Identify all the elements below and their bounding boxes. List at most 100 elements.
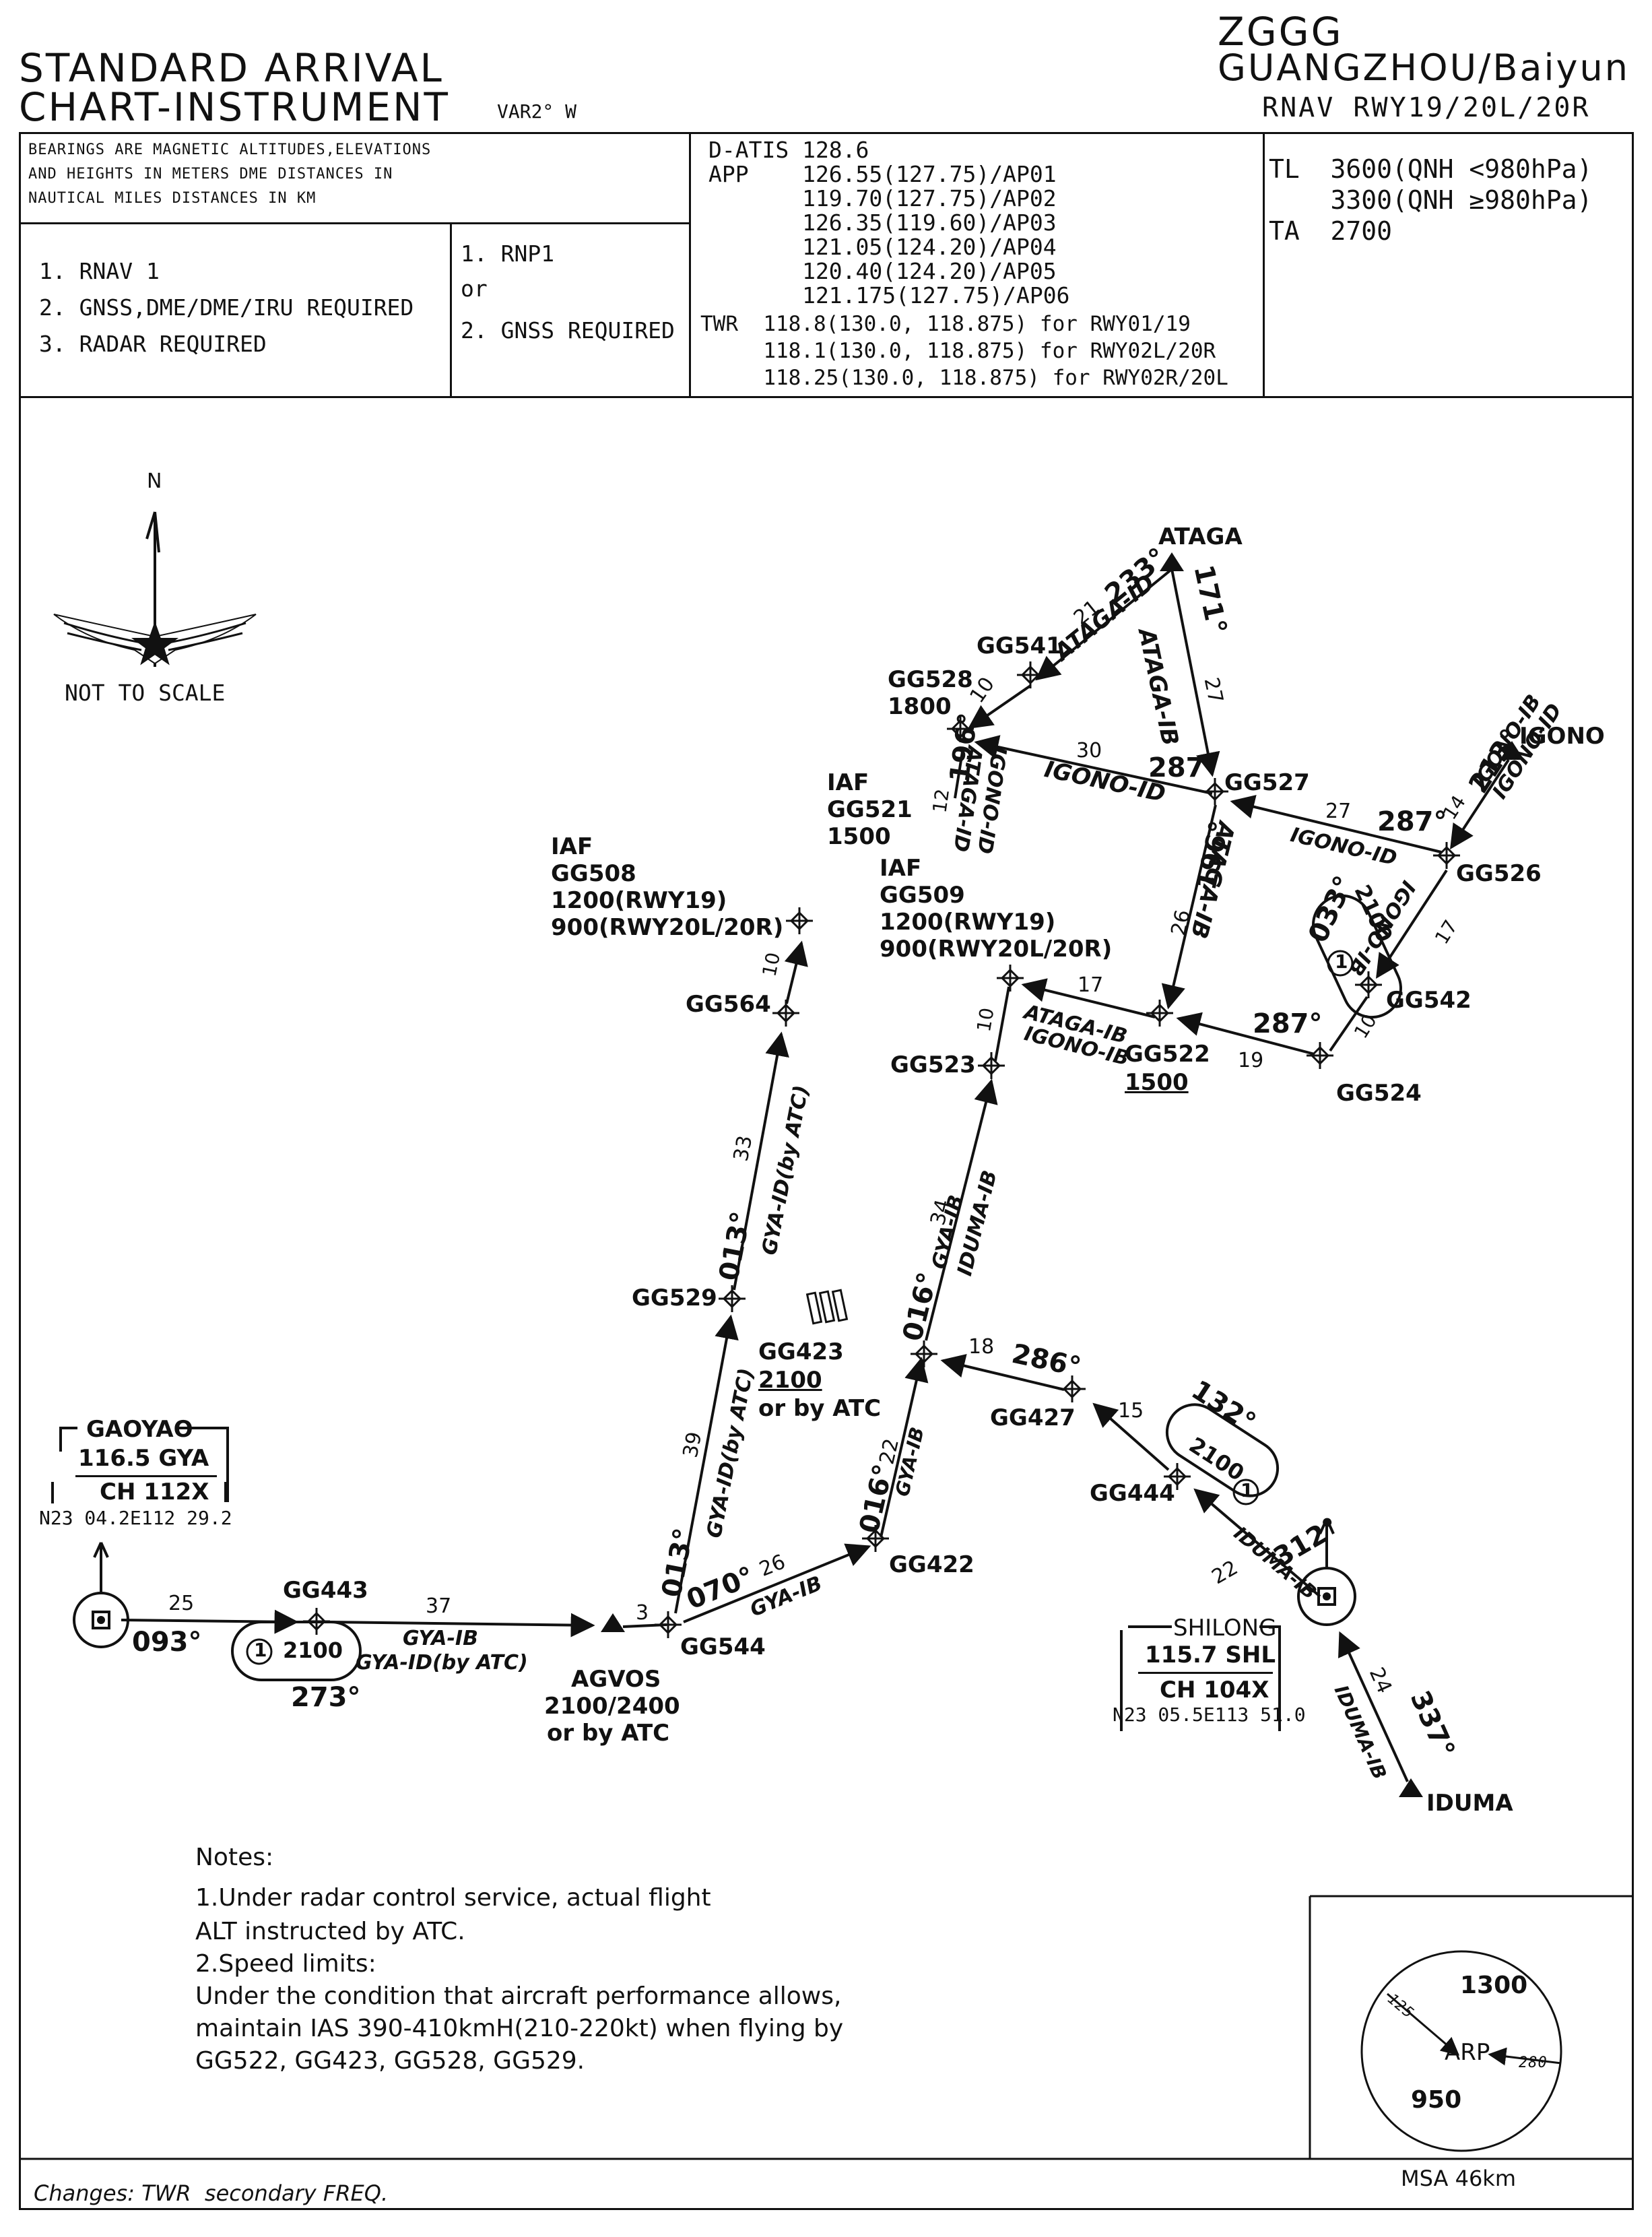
leg-gg542-gg524	[1329, 996, 1368, 1052]
navaid-gaoyao-freq: 116.5 GYA	[78, 1445, 209, 1472]
leg-gg526-gg527	[1230, 795, 1442, 853]
alt-requirement-1: 1. RNP1	[461, 240, 555, 267]
requirement-2: 2. GNSS,DME/DME/IRU REQUIRED	[39, 294, 414, 321]
leg-distance: 39	[678, 1429, 707, 1460]
freq-line: 126.35(119.60)/AP03	[708, 209, 1057, 236]
waypoint-gg443: GG443	[283, 1577, 368, 1604]
waypoint-gg422: GG422	[889, 1551, 974, 1578]
waypoint-gg444: GG444	[1090, 1480, 1175, 1507]
agvos-altitude: 2100/2400	[544, 1693, 680, 1720]
leg-gg527-gg528	[974, 735, 1213, 795]
leg-igono-gg526	[1450, 758, 1510, 850]
freq-line: 121.05(124.20)/AP04	[708, 234, 1057, 260]
leg-distance: 22	[875, 1436, 904, 1467]
waypoint-gg523: GG523	[890, 1051, 976, 1078]
chart-title-line1: STANDARD ARRIVAL	[19, 45, 444, 91]
leg-ataga-gg541	[1035, 568, 1173, 681]
gg508-iaf: IAF	[551, 833, 593, 860]
leg-distance: 33	[729, 1133, 758, 1163]
iduma-triangle	[1399, 1778, 1423, 1797]
magnetic-variation: VAR2° W	[497, 100, 577, 123]
holding-gg444	[1165, 1403, 1280, 1497]
leg-gg529-gg564	[733, 1031, 789, 1291]
waypoint-gg522: GG522	[1125, 1041, 1210, 1068]
gg521-altitude: 1500	[827, 823, 891, 850]
waypoint-gg527: GG527	[1224, 769, 1310, 796]
agvos-atc: or by ATC	[547, 1720, 670, 1747]
waypoint-gg508: GG508	[551, 860, 636, 887]
leg-distance: 17	[1078, 973, 1104, 997]
alt-requirement-2: 2. GNSS REQUIRED	[461, 317, 675, 344]
requirement-3: 3. RADAR REQUIRED	[39, 331, 267, 357]
leg-gg422-gg423	[880, 1357, 929, 1538]
airport-name: GUANGZHOU/Baiyun	[1218, 46, 1630, 89]
leg-gg527-gg522	[1161, 804, 1217, 1010]
msa-circle	[1360, 1950, 1562, 2152]
leg-gg444-gg427	[1092, 1402, 1170, 1471]
leg-bearing: 093°	[132, 1627, 202, 1658]
waypoint-gg541: GG541	[977, 633, 1062, 659]
ataga-triangle	[1160, 552, 1184, 571]
waypoint-gg564: GG564	[686, 991, 771, 1018]
leg-gg564-gg508	[784, 940, 808, 1004]
freq-line: 119.70(127.75)/AP02	[708, 185, 1057, 212]
holding-gg443	[231, 1621, 362, 1681]
hold-number: 1	[1241, 1479, 1254, 1501]
msa-radius: MSA 46km	[1401, 2166, 1516, 2191]
info-bottom-line	[19, 396, 1634, 398]
units-note-1: BEARINGS ARE MAGNETIC ALTITUDES,ELEVATIO…	[28, 141, 432, 158]
msa-altitude-north: 1300	[1460, 1972, 1528, 1999]
igono-triangle	[1500, 741, 1524, 760]
leg-distance: 18	[968, 1335, 995, 1359]
leg-distance: 27	[1325, 800, 1352, 823]
gg423-atc: or by ATC	[758, 1395, 882, 1422]
transition-level-1: TL 3600(QNH <980hPa)	[1269, 154, 1593, 184]
leg-distance: 3	[636, 1601, 649, 1625]
leg-distance: 15	[1118, 1399, 1144, 1423]
requirement-1: 1. RNAV 1	[39, 258, 160, 284]
gg509-altitude-1: 1200(RWY19)	[880, 909, 1056, 936]
north-label: N	[147, 469, 162, 493]
route-gya-ib-4: GYA-IB	[403, 1627, 478, 1650]
gg528-altitude: 1800	[888, 693, 952, 720]
info-divider-3	[19, 222, 690, 224]
info-divider-4	[450, 222, 452, 397]
procedure-name: RNAV RWY19/20L/20R	[1262, 92, 1591, 123]
leg-gg541-gg528	[968, 684, 1032, 730]
leg-bearing: 287°	[1148, 752, 1218, 783]
units-note-3: NAUTICAL MILES DISTANCES IN KM	[28, 190, 317, 207]
hold-number: 1	[254, 1639, 267, 1661]
notes-line: Under the condition that aircraft perfor…	[195, 1982, 842, 2010]
waypoint-gg521: GG521	[827, 796, 913, 823]
navaid-shilong-name: SHILONG	[1173, 1615, 1277, 1642]
waypoint-gg542: GG542	[1386, 987, 1472, 1014]
leg-shl-gg444	[1193, 1488, 1321, 1598]
changes-note: Changes: TWR secondary FREQ.	[34, 2180, 389, 2206]
waypoint-agvos: AGVOS	[571, 1666, 661, 1693]
waypoint-gg423: GG423	[758, 1338, 844, 1365]
freq-line: 120.40(124.20)/AP05	[708, 258, 1057, 284]
msa-arp: ARP	[1445, 2039, 1490, 2066]
leg-bearing: 287°	[1253, 1008, 1323, 1039]
leg-distance: 25	[168, 1592, 195, 1615]
leg-gg544-gg422	[683, 1543, 871, 1623]
leg-distance: 26	[1166, 907, 1195, 938]
gg509-iaf: IAF	[880, 855, 922, 882]
leg-gg427-gg423	[940, 1354, 1065, 1391]
leg-distance: 37	[426, 1594, 452, 1618]
leg-distance: 12	[928, 787, 954, 814]
info-divider-2	[1263, 132, 1265, 397]
units-note-2: AND HEIGHTS IN METERS DME DISTANCES IN	[28, 166, 393, 183]
gg509-altitude-2: 900(RWY20L/20R)	[880, 936, 1113, 963]
airport-icao: ZGGG	[1218, 9, 1344, 55]
chart-frame	[19, 132, 1634, 2210]
waypoint-igono: IGONO	[1519, 723, 1605, 750]
hold-number: 1	[1335, 950, 1348, 973]
navaid-shilong-freq: 115.7 SHL	[1145, 1642, 1276, 1668]
waypoint-gg544: GG544	[680, 1633, 766, 1660]
leg-distance: 34	[926, 1197, 956, 1228]
waypoint-gg526: GG526	[1456, 860, 1542, 887]
hold-altitude: 2100	[283, 1638, 343, 1663]
waypoint-ataga: ATAGA	[1158, 523, 1243, 550]
